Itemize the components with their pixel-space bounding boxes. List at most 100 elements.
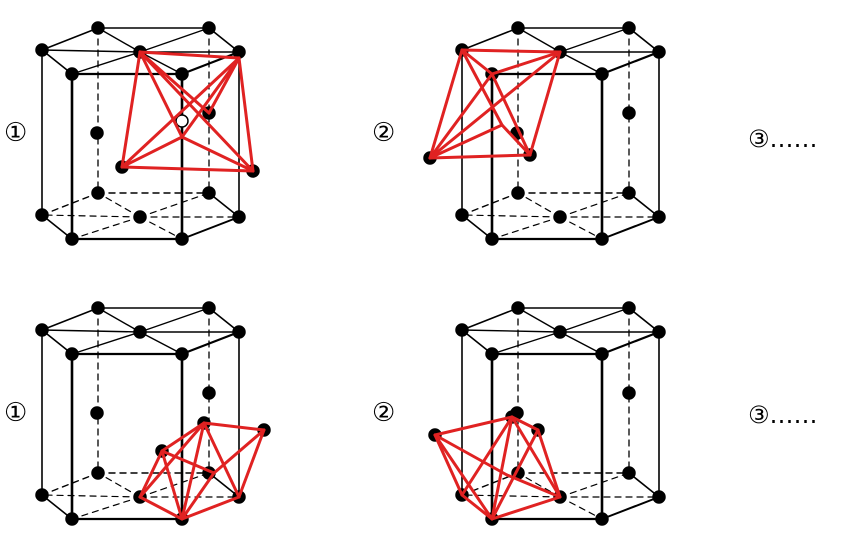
bottom-face-line-hidden	[139, 192, 210, 218]
highlight-edge	[120, 165, 255, 173]
lattice-atom	[202, 186, 216, 200]
lattice-atom	[175, 232, 189, 246]
highlight-edge	[237, 428, 266, 499]
highlight-edge	[138, 421, 206, 499]
highlight-octahedron-2	[428, 48, 562, 160]
highlight-edge	[160, 449, 216, 475]
bottom-face-line-hidden	[139, 472, 210, 498]
lattice-atom	[511, 186, 525, 200]
label-bottom-3: ③……	[748, 401, 818, 429]
lattice-atom	[65, 512, 79, 526]
highlight-edge	[160, 449, 184, 521]
highlight-octahedron-1	[120, 50, 255, 173]
bottom-face-line-hidden	[71, 216, 141, 240]
top-hex-edge	[600, 50, 661, 76]
bottom-face-line-hidden	[97, 192, 141, 218]
lattice-atom	[202, 301, 216, 315]
highlight-edge	[180, 495, 241, 521]
highlight-octahedron-3	[138, 421, 266, 521]
interior-atom	[622, 386, 636, 400]
highlight-edge	[490, 72, 532, 157]
lattice-atom	[622, 466, 636, 480]
highlight-edge	[500, 123, 532, 157]
top-face-line	[517, 27, 561, 53]
lattice-atom	[35, 208, 49, 222]
highlight-edge	[180, 471, 216, 521]
top-hex-edge	[600, 330, 661, 356]
highlight-edge	[120, 56, 241, 169]
highlight-edge	[120, 50, 142, 169]
highlight-edge	[460, 48, 494, 76]
lattice-atom	[133, 210, 147, 224]
lattice-atom	[511, 301, 525, 315]
lattice-atom	[65, 232, 79, 246]
highlight-edge	[138, 50, 241, 60]
top-face-line	[71, 331, 141, 355]
lattice-atom	[595, 67, 609, 81]
bottom-face-line-hidden	[461, 214, 561, 218]
highlight-edge	[428, 153, 532, 160]
highlight-edge	[505, 473, 562, 499]
lattice-atom	[595, 347, 609, 361]
highlight-octahedron-4	[433, 415, 562, 521]
top-face-line	[559, 27, 630, 53]
interior-atom	[202, 386, 216, 400]
bottom-hex-edge-hidden	[461, 192, 519, 216]
highlight-edge	[180, 421, 206, 521]
highlight-edge	[460, 48, 504, 127]
top-face-line	[559, 331, 603, 355]
highlight-edge	[433, 433, 464, 497]
highlight-edge	[433, 433, 509, 477]
lattice-atom	[133, 325, 147, 339]
lattice-atom	[485, 347, 499, 361]
lattice-atom	[175, 347, 189, 361]
highlight-edge	[428, 48, 464, 160]
bottom-hex-edge-hidden	[41, 472, 99, 496]
label-bottom-2: ②	[372, 398, 396, 428]
lattice-atom	[595, 512, 609, 526]
top-face-line	[517, 307, 561, 333]
highlight-edge	[433, 433, 494, 521]
lattice-atom	[91, 466, 105, 480]
top-hex-edge	[461, 27, 519, 51]
lattice-atom	[91, 301, 105, 315]
highlight-edge	[490, 428, 540, 521]
top-face-line	[41, 49, 141, 53]
bottom-hex-edge-hidden	[41, 192, 99, 216]
lattice-atom	[511, 21, 525, 35]
hcp-cell-4	[428, 301, 666, 526]
top-face-line	[461, 329, 561, 333]
lattice-atom	[652, 490, 666, 504]
highlight-edge	[207, 56, 241, 115]
bottom-face-line-hidden	[139, 216, 183, 240]
lattice-atom	[202, 21, 216, 35]
lattice-atom	[455, 323, 469, 337]
highlight-edge	[460, 415, 514, 497]
lattice-atom	[553, 325, 567, 339]
top-face-line	[71, 51, 141, 75]
top-hex-edge	[180, 50, 241, 76]
bottom-face-line-hidden	[71, 496, 141, 520]
label-top-1: ①	[4, 118, 28, 148]
top-face-line	[97, 27, 141, 53]
top-face-line	[139, 331, 183, 355]
highlight-edge	[212, 428, 266, 475]
bottom-hex-edge	[601, 216, 660, 240]
highlight-edge	[138, 50, 184, 139]
highlight-edge	[490, 495, 562, 521]
lattice-atom	[91, 21, 105, 35]
lattice-atom	[652, 325, 666, 339]
top-face-line	[139, 51, 183, 75]
bottom-face-line-hidden	[559, 192, 630, 218]
highlight-edge	[138, 50, 211, 115]
bottom-face-line-hidden	[517, 472, 561, 498]
bottom-hex-edge	[601, 496, 660, 520]
lattice-atom	[652, 45, 666, 59]
lattice-atom	[232, 45, 246, 59]
top-face-line	[559, 307, 630, 333]
octahedral-void	[175, 114, 189, 128]
lattice-atom	[91, 186, 105, 200]
label-top-2: ②	[372, 118, 396, 148]
highlight-edge	[120, 135, 184, 169]
